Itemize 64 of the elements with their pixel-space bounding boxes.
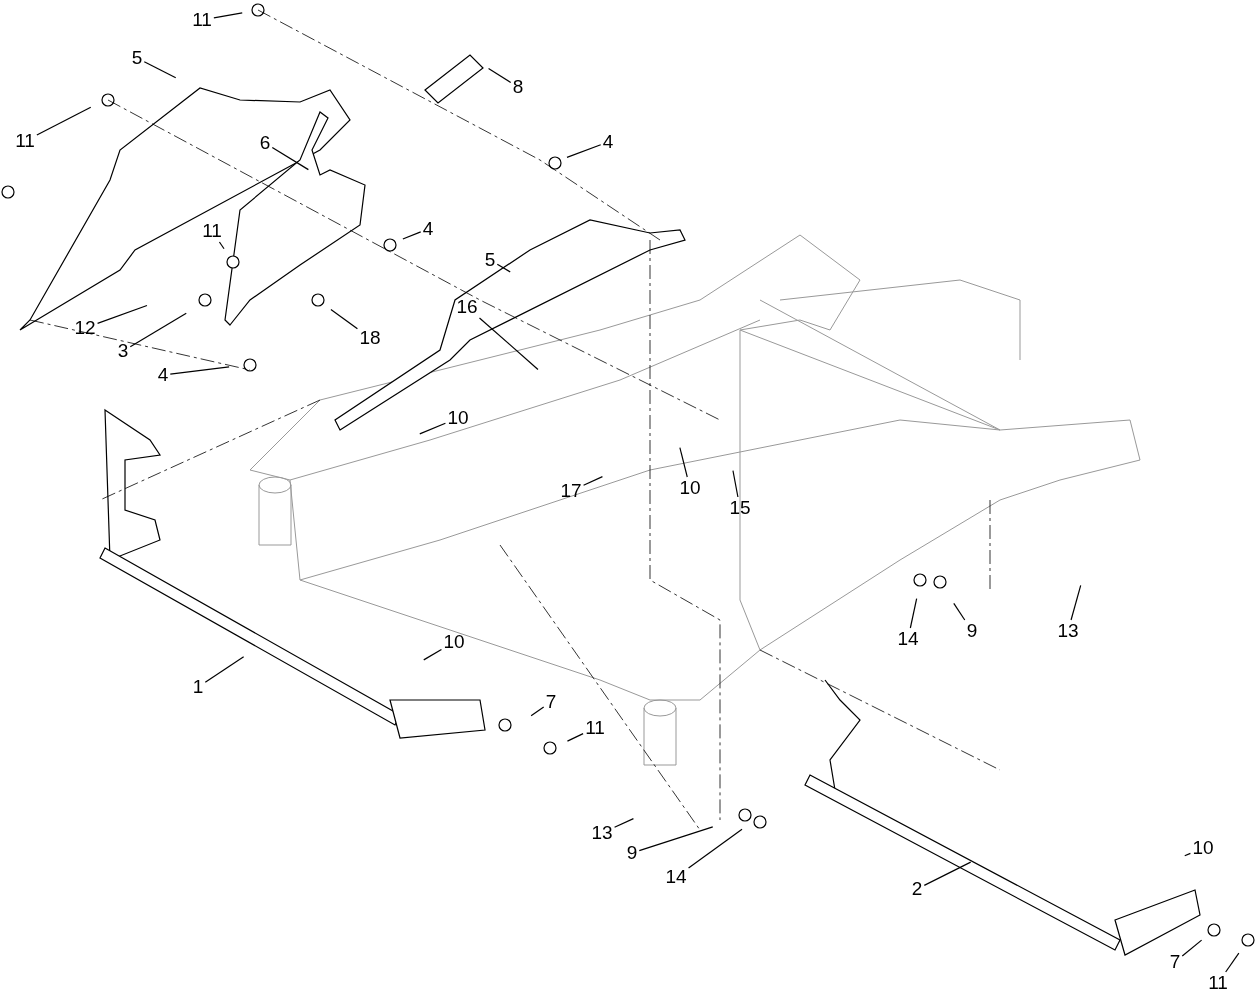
callout-number: 4 xyxy=(600,131,616,153)
leader-line xyxy=(36,106,92,136)
leader-line xyxy=(271,146,309,171)
callout-number: 15 xyxy=(727,497,753,519)
leader-line xyxy=(732,470,739,498)
callout-number: 13 xyxy=(589,822,615,844)
callout-number: 13 xyxy=(1055,620,1081,642)
leader-line xyxy=(419,422,447,435)
leader-line xyxy=(1181,939,1203,957)
leader-line xyxy=(613,818,635,828)
callout-number: 14 xyxy=(895,628,921,650)
leader-line xyxy=(1070,584,1082,621)
callout-number: 6 xyxy=(257,132,273,154)
callout-number: 5 xyxy=(482,249,498,271)
callout-number: 4 xyxy=(155,364,171,386)
leader-line xyxy=(330,308,359,330)
leader-line xyxy=(218,241,225,250)
callout-number: 11 xyxy=(13,130,37,152)
leader-line xyxy=(129,312,187,348)
leader-line xyxy=(530,706,545,717)
leader-line xyxy=(566,733,584,742)
leader-line xyxy=(1225,952,1240,973)
leader-line xyxy=(909,598,918,629)
leader-line xyxy=(423,648,443,661)
callout-number: 4 xyxy=(420,218,436,240)
leader-line xyxy=(582,476,604,486)
leader-line xyxy=(402,231,422,240)
leader-line xyxy=(496,263,511,273)
callout-number: 11 xyxy=(200,220,224,242)
leader-line xyxy=(1184,852,1191,857)
callout-number: 14 xyxy=(663,866,689,888)
leader-line xyxy=(953,602,966,621)
leader-line xyxy=(169,366,230,375)
leader-line xyxy=(687,828,743,869)
callout-number: 7 xyxy=(1167,951,1183,973)
callout-number: 16 xyxy=(454,296,480,318)
callout-number: 1 xyxy=(190,676,206,698)
leader-line xyxy=(487,67,512,83)
callout-number: 5 xyxy=(129,47,145,69)
callout-number: 10 xyxy=(445,407,471,429)
leader-line xyxy=(96,304,148,325)
callout-number: 11 xyxy=(583,717,607,739)
leader-line xyxy=(679,446,688,478)
callout-number: 2 xyxy=(909,878,925,900)
callout-number: 18 xyxy=(357,327,383,349)
callout-number: 17 xyxy=(558,480,584,502)
leader-line xyxy=(143,61,177,79)
callout-number: 11 xyxy=(190,9,214,31)
callout-number: 7 xyxy=(543,691,559,713)
callout-number: 3 xyxy=(115,340,131,362)
callout-number: 8 xyxy=(510,76,526,98)
callout-number: 12 xyxy=(72,317,98,339)
leader-line xyxy=(478,317,539,371)
leader-line xyxy=(566,144,602,158)
callout-number: 10 xyxy=(441,631,467,653)
callout-number: 11 xyxy=(1206,972,1230,994)
callout-number: 9 xyxy=(964,620,980,642)
callout-number: 10 xyxy=(1190,837,1216,859)
callout-number: 10 xyxy=(677,477,703,499)
leader-line xyxy=(638,826,714,852)
leader-line xyxy=(213,12,243,19)
callout-number: 9 xyxy=(624,842,640,864)
leader-line xyxy=(204,656,245,683)
leader-line xyxy=(923,861,972,886)
